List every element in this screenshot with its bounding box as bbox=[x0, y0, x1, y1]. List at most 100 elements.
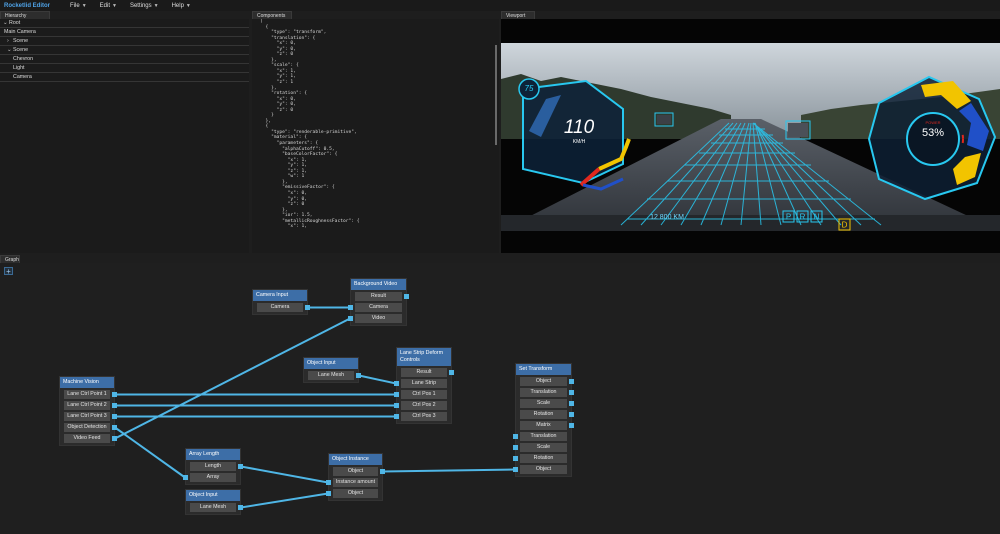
node-port[interactable]: Video bbox=[348, 314, 402, 323]
output-port-dot[interactable] bbox=[404, 294, 409, 299]
output-port-dot[interactable] bbox=[238, 505, 243, 510]
node-port[interactable]: Matrix bbox=[520, 421, 574, 430]
node-port[interactable]: Lane Ctrl Point 2 bbox=[64, 401, 117, 410]
output-port-dot[interactable] bbox=[112, 403, 117, 408]
node-port[interactable]: Video Feed bbox=[64, 434, 117, 443]
node-port[interactable]: Lane Strip bbox=[394, 379, 447, 388]
output-port-dot[interactable] bbox=[569, 412, 574, 417]
input-port-dot[interactable] bbox=[348, 305, 353, 310]
node-port[interactable]: Object Detection bbox=[64, 423, 117, 432]
output-port-dot[interactable] bbox=[449, 370, 454, 375]
node-port[interactable]: Ctrl Pos 1 bbox=[394, 390, 447, 399]
node-port[interactable]: Instance amount bbox=[326, 478, 378, 487]
output-port-dot[interactable] bbox=[569, 390, 574, 395]
output-port-dot[interactable] bbox=[380, 469, 385, 474]
menu-settings[interactable]: Settings▼ bbox=[130, 3, 159, 9]
input-port-dot[interactable] bbox=[513, 434, 518, 439]
expand-chevron-icon[interactable]: ⌄ bbox=[7, 47, 12, 53]
components-scrollbar[interactable] bbox=[495, 45, 497, 145]
output-port-dot[interactable] bbox=[112, 425, 117, 430]
input-port-dot[interactable] bbox=[394, 381, 399, 386]
menu-edit[interactable]: Edit▼ bbox=[100, 3, 117, 9]
input-port-dot[interactable] bbox=[513, 467, 518, 472]
tab-graph[interactable]: Graph bbox=[0, 255, 20, 263]
node-port[interactable]: Object bbox=[513, 465, 567, 474]
node-title[interactable]: Lane Strip Deform Controls bbox=[397, 348, 451, 366]
input-port-dot[interactable] bbox=[394, 414, 399, 419]
node-port[interactable]: Camera bbox=[257, 303, 310, 312]
node-port[interactable]: Rotation bbox=[513, 454, 567, 463]
input-port-dot[interactable] bbox=[326, 480, 331, 485]
node-port[interactable]: Array bbox=[183, 473, 236, 482]
node-port[interactable]: Scale bbox=[513, 443, 567, 452]
add-node-button[interactable]: + bbox=[4, 267, 13, 276]
node-title[interactable]: Array Length bbox=[186, 449, 240, 460]
node-port[interactable]: Ctrl Pos 2 bbox=[394, 401, 447, 410]
node-port[interactable]: Object bbox=[326, 489, 378, 498]
output-port-dot[interactable] bbox=[112, 392, 117, 397]
output-port-dot[interactable] bbox=[112, 414, 117, 419]
node-title[interactable]: Background Video bbox=[351, 279, 406, 290]
viewport-panel[interactable]: 75 110 KM/H POWER 53% 12 800 KM P R N D bbox=[501, 19, 1000, 253]
node-title[interactable]: Object Input bbox=[186, 490, 240, 501]
output-port-dot[interactable] bbox=[569, 401, 574, 406]
menu-file[interactable]: File▼ bbox=[70, 3, 87, 9]
node-port[interactable]: Camera bbox=[348, 303, 402, 312]
input-port-dot[interactable] bbox=[394, 403, 399, 408]
node-port[interactable]: Lane Ctrl Point 3 bbox=[64, 412, 117, 421]
expand-chevron-icon[interactable]: ⌄ bbox=[3, 20, 8, 26]
node-port[interactable]: Result bbox=[401, 368, 454, 377]
input-port-dot[interactable] bbox=[326, 491, 331, 496]
component-json[interactable]: [ { "type": "transform", "translation": … bbox=[260, 19, 360, 230]
node-port[interactable]: Lane Mesh bbox=[190, 503, 243, 512]
output-port-dot[interactable] bbox=[569, 423, 574, 428]
input-port-dot[interactable] bbox=[513, 445, 518, 450]
node-port[interactable]: Object bbox=[520, 377, 574, 386]
node-title[interactable]: Set Transform bbox=[516, 364, 571, 375]
hierarchy-item[interactable]: Main Camera bbox=[0, 28, 249, 37]
output-port-dot[interactable] bbox=[569, 379, 574, 384]
input-port-dot[interactable] bbox=[348, 316, 353, 321]
output-port-dot[interactable] bbox=[356, 373, 361, 378]
node-port[interactable]: Translation bbox=[513, 432, 567, 441]
node-port[interactable]: Result bbox=[355, 292, 409, 301]
input-port-dot[interactable] bbox=[394, 392, 399, 397]
node-port[interactable]: Object bbox=[333, 467, 385, 476]
menu-help[interactable]: Help▼ bbox=[172, 3, 191, 9]
hierarchy-item[interactable]: Light bbox=[0, 64, 249, 73]
node-port[interactable]: Translation bbox=[520, 388, 574, 397]
tab-components[interactable]: Components bbox=[252, 11, 292, 19]
hierarchy-item[interactable]: Chevron bbox=[0, 55, 249, 64]
hierarchy-item[interactable]: ⌄Root bbox=[0, 19, 249, 28]
node-title[interactable]: Object Input bbox=[304, 358, 358, 369]
tab-hierarchy[interactable]: Hierarchy bbox=[0, 11, 50, 19]
node-port[interactable]: Scale bbox=[520, 399, 574, 408]
hierarchy-item[interactable]: Camera bbox=[0, 73, 249, 82]
expand-chevron-icon[interactable]: › bbox=[7, 38, 9, 44]
node-port[interactable]: Rotation bbox=[520, 410, 574, 419]
node-port[interactable]: Ctrl Pos 3 bbox=[394, 412, 447, 421]
output-port-dot[interactable] bbox=[238, 464, 243, 469]
node-title[interactable]: Camera Input bbox=[253, 290, 307, 301]
hierarchy-item[interactable]: ›Scene bbox=[0, 37, 249, 46]
input-port-dot[interactable] bbox=[183, 475, 188, 480]
tab-viewport[interactable]: Viewport bbox=[501, 11, 535, 19]
node-port[interactable]: Length bbox=[190, 462, 243, 471]
node-port[interactable]: Lane Ctrl Point 1 bbox=[64, 390, 117, 399]
node-port[interactable]: Lane Mesh bbox=[308, 371, 361, 380]
node-title[interactable]: Object Instance bbox=[329, 454, 382, 465]
node-title[interactable]: Machine Vision bbox=[60, 377, 114, 388]
hierarchy-item[interactable]: ⌄Scene bbox=[0, 46, 249, 55]
input-port-dot[interactable] bbox=[513, 456, 518, 461]
output-port-dot[interactable] bbox=[112, 436, 117, 441]
